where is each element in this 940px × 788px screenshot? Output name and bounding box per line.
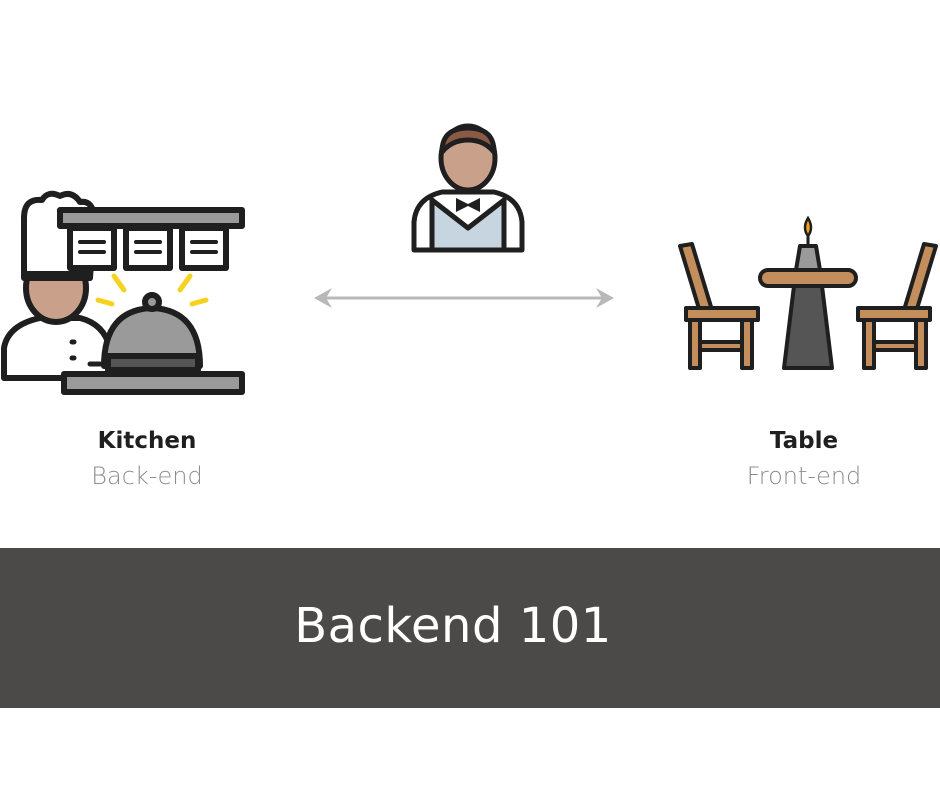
chef-icon bbox=[1, 190, 245, 395]
kitchen-subtitle: Back-end bbox=[91, 462, 203, 490]
double-arrow-icon bbox=[314, 288, 614, 308]
kitchen-title: Kitchen bbox=[97, 428, 197, 454]
banner-title: Backend 101 bbox=[294, 598, 612, 654]
dining-table-icon bbox=[678, 215, 938, 370]
table-subtitle: Front-end bbox=[746, 462, 862, 490]
waiter-icon bbox=[411, 123, 525, 253]
table-title: Table bbox=[769, 428, 839, 454]
title-banner bbox=[0, 548, 940, 708]
